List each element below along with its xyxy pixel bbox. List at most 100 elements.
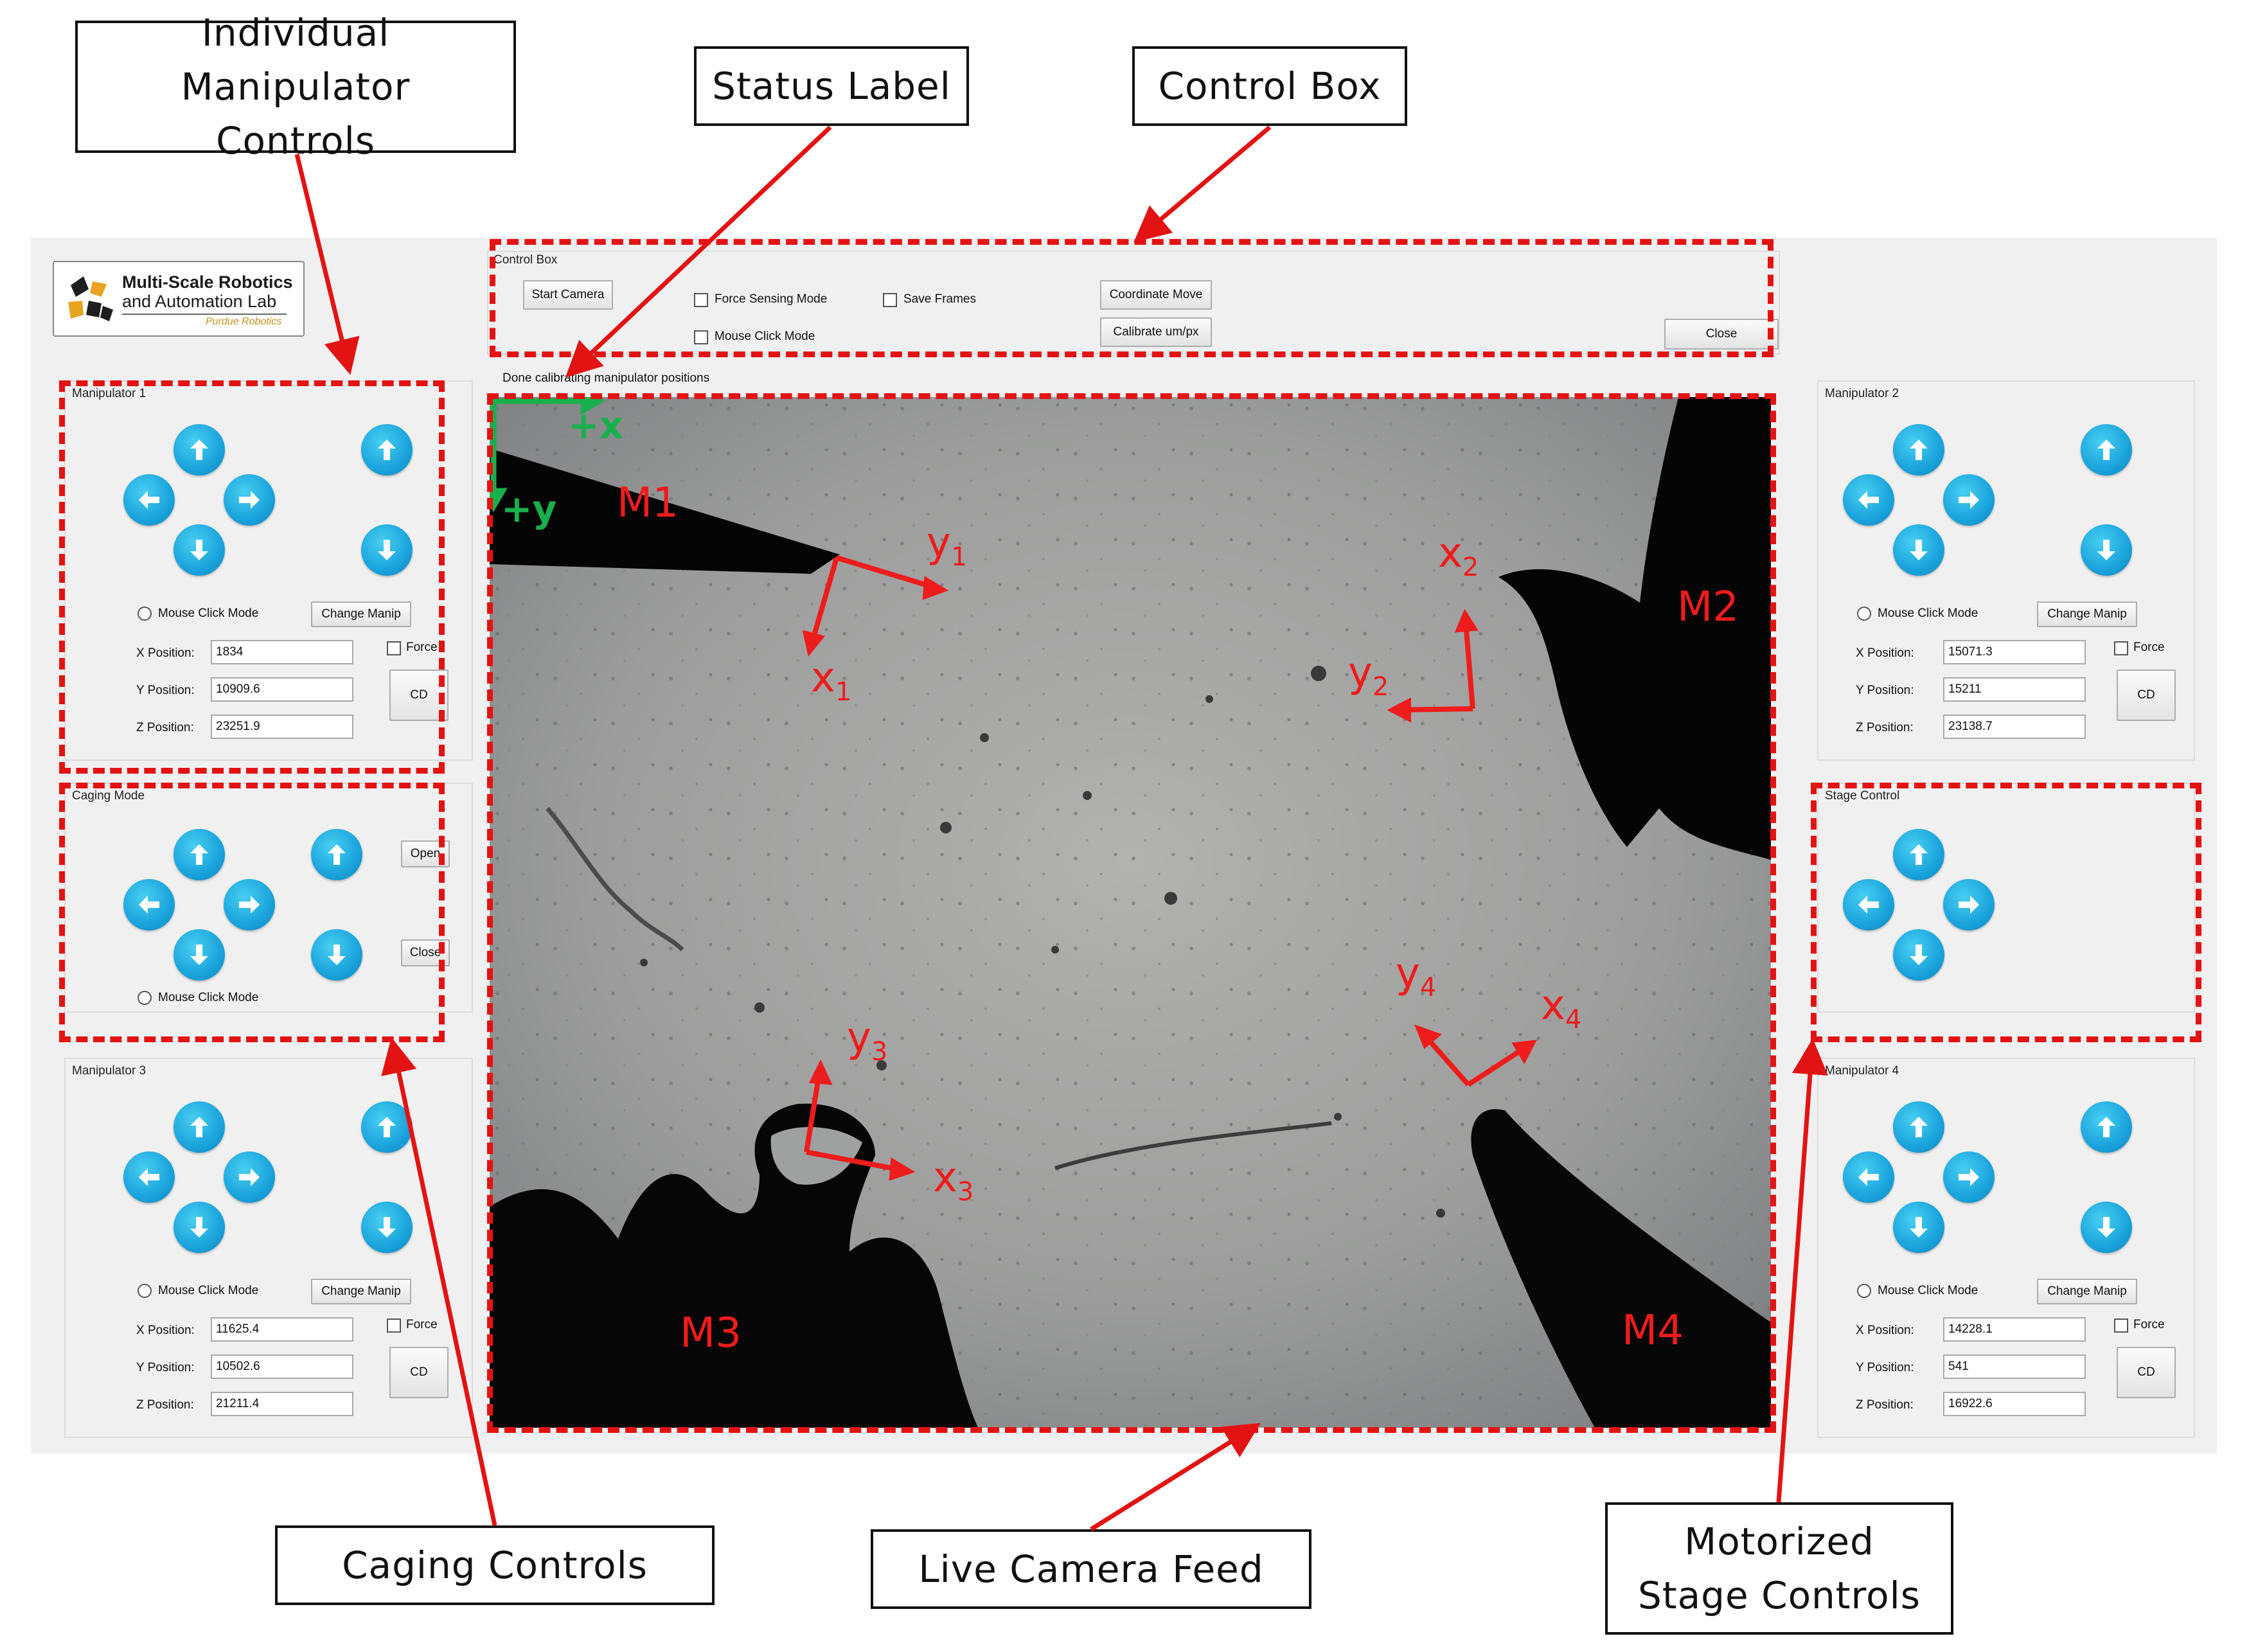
feed-label-y4: y4: [1396, 950, 1437, 1002]
caging-mouse-click-mode-radio[interactable]: [138, 991, 152, 1005]
manip-1-z-field[interactable]: 23251.9: [211, 715, 353, 739]
arrow-right-icon: [1959, 491, 1979, 509]
manip-1-left-button[interactable]: [123, 474, 175, 526]
logo-line-1: Multi-Scale Robotics: [122, 272, 293, 292]
manip-4-z-down-button[interactable]: [2081, 1202, 2132, 1253]
manip-4-z-up-button[interactable]: [2081, 1101, 2132, 1153]
manip-2-z-down-button[interactable]: [2081, 524, 2132, 576]
manip-2-up-button[interactable]: [1893, 424, 1944, 475]
manip-3-right-button[interactable]: [224, 1151, 275, 1203]
manip-1-mouse-click-mode-radio[interactable]: [138, 607, 152, 621]
caging-right-button[interactable]: [224, 879, 275, 930]
manip-3-change-manip-button[interactable]: Change Manip: [311, 1279, 411, 1304]
manip-3-cd-button[interactable]: CD: [389, 1347, 449, 1398]
manip-2-change-manip-button[interactable]: Change Manip: [2037, 601, 2137, 627]
callout-individual-manipulator-controls: Individual Manipulator Controls: [75, 11, 516, 163]
manip-1-up-button[interactable]: [173, 424, 225, 475]
manip-1-y-field[interactable]: 10909.6: [211, 677, 353, 702]
manip-3-x-label: X Position:: [136, 1324, 195, 1337]
stage-control-group: Stage Control: [1817, 783, 2195, 1013]
close-button[interactable]: Close: [1664, 319, 1779, 350]
start-camera-button[interactable]: Start Camera: [523, 280, 613, 310]
manip-3-z-down-button[interactable]: [361, 1202, 413, 1253]
manip-3-down-button[interactable]: [173, 1202, 225, 1253]
manip-2-z-up-button[interactable]: [2081, 424, 2132, 475]
caging-z-down-button[interactable]: [311, 929, 362, 981]
caging-up-button[interactable]: [173, 829, 225, 880]
manip-4-z-field[interactable]: 16922.6: [1943, 1392, 2086, 1416]
callout-live-camera-feed: Live Camera Feed: [871, 1529, 1311, 1609]
coordinate-move-button[interactable]: Coordinate Move: [1100, 280, 1212, 310]
logo-divider: [122, 314, 287, 315]
manip-4-left-button[interactable]: [1843, 1151, 1894, 1203]
manip-1-down-button[interactable]: [173, 524, 225, 576]
manip-2-force-label: Force: [2133, 641, 2165, 654]
manip-2-y-field[interactable]: 15211: [1943, 677, 2086, 702]
manip-4-force-checkbox[interactable]: [2114, 1319, 2128, 1333]
manip-2-cd-button[interactable]: CD: [2117, 670, 2176, 721]
stage-up-button[interactable]: [1893, 829, 1944, 880]
manip-2-right-button[interactable]: [1943, 474, 1995, 526]
caging-close-button[interactable]: Close: [401, 939, 450, 966]
manip-1-x-field[interactable]: 1834: [211, 640, 353, 664]
manip-2-y-label: Y Position:: [1856, 684, 1914, 697]
caging-left-button[interactable]: [123, 879, 175, 930]
force-sensing-mode-label: Force Sensing Mode: [715, 292, 828, 306]
manip-4-up-button[interactable]: [1893, 1101, 1944, 1153]
manipulator-1-title: Manipulator 1: [72, 387, 147, 400]
manip-1-right-button[interactable]: [224, 474, 275, 526]
arrow-up-icon: [190, 844, 208, 865]
manip-3-mouse-click-mode-radio[interactable]: [138, 1284, 152, 1298]
arrow-right-icon: [1959, 896, 1979, 914]
manip-2-z-field[interactable]: 23138.7: [1943, 715, 2086, 739]
arrow-left-icon: [1858, 896, 1879, 914]
manipulator-3-group: Manipulator 3 Mouse Click Mode Change Ma…: [64, 1058, 473, 1438]
stage-down-button[interactable]: [1893, 929, 1944, 981]
manip-2-mouse-click-mode-radio[interactable]: [1857, 607, 1871, 621]
manip-4-cd-button[interactable]: CD: [2117, 1347, 2176, 1398]
manip-1-force-checkbox[interactable]: [387, 641, 401, 655]
arrow-down-icon: [190, 1217, 208, 1238]
arrow-up-icon: [1910, 1117, 1928, 1137]
stage-left-button[interactable]: [1843, 879, 1894, 930]
feed-label-x1: x1: [811, 654, 852, 707]
save-frames-checkbox[interactable]: [883, 293, 897, 307]
manip-2-left-button[interactable]: [1843, 474, 1894, 526]
caging-down-button[interactable]: [173, 929, 225, 981]
manip-1-z-up-button[interactable]: [361, 424, 413, 475]
manip-4-mouse-click-mode-radio[interactable]: [1857, 1284, 1871, 1298]
arrow-up-icon: [2097, 440, 2115, 460]
manip-3-up-button[interactable]: [173, 1101, 225, 1153]
app-window: Multi-Scale Robotics and Automation Lab …: [31, 238, 2217, 1453]
manip-3-y-field[interactable]: 10502.6: [211, 1354, 353, 1379]
manip-3-z-field[interactable]: 21211.4: [211, 1392, 353, 1416]
manip-2-down-button[interactable]: [1893, 524, 1944, 576]
calibrate-button[interactable]: Calibrate um/px: [1100, 317, 1212, 347]
manip-1-mouse-click-mode-label: Mouse Click Mode: [158, 607, 259, 620]
manip-3-force-checkbox[interactable]: [387, 1319, 401, 1333]
manip-2-force-checkbox[interactable]: [2114, 641, 2128, 655]
stage-right-button[interactable]: [1943, 879, 1995, 930]
live-camera-feed[interactable]: M1 M2 M3 M4 y1 x1 x2 y2 y3 x3 y4 x4 +x +…: [490, 397, 1771, 1428]
manip-3-left-button[interactable]: [123, 1151, 175, 1203]
manip-1-cd-button[interactable]: CD: [389, 670, 449, 721]
mouse-click-mode-checkbox[interactable]: [694, 330, 708, 344]
manip-4-y-label: Y Position:: [1856, 1361, 1914, 1374]
caging-open-button[interactable]: Open: [401, 840, 450, 867]
arrow-right-icon: [239, 491, 260, 509]
manip-4-z-label: Z Position:: [1856, 1398, 1914, 1412]
manip-1-change-manip-button[interactable]: Change Manip: [311, 601, 411, 627]
manip-2-x-field[interactable]: 15071.3: [1943, 640, 2086, 664]
manip-4-y-field[interactable]: 541: [1943, 1354, 2086, 1379]
manip-4-x-field[interactable]: 14228.1: [1943, 1317, 2086, 1342]
caging-z-up-button[interactable]: [311, 829, 362, 880]
manip-3-z-label: Z Position:: [136, 1398, 194, 1412]
force-sensing-mode-checkbox[interactable]: [694, 293, 708, 307]
manip-3-z-up-button[interactable]: [361, 1101, 413, 1153]
manip-4-change-manip-button[interactable]: Change Manip: [2037, 1279, 2137, 1304]
manip-1-z-down-button[interactable]: [361, 524, 413, 576]
manip-3-x-field[interactable]: 11625.4: [211, 1317, 353, 1342]
manip-4-right-button[interactable]: [1943, 1151, 1995, 1203]
manip-4-down-button[interactable]: [1893, 1202, 1944, 1253]
arrow-up-icon: [378, 1117, 396, 1137]
